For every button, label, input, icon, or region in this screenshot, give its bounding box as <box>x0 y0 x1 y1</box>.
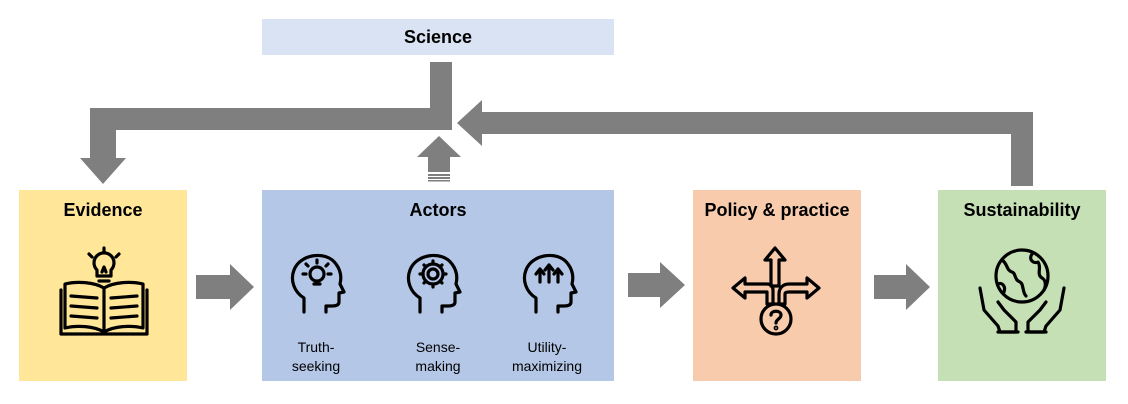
arrow-evidence-to-actors <box>196 264 254 310</box>
arrow-actors-to-science <box>417 136 461 182</box>
arrow-policy-to-sustainability <box>874 264 930 310</box>
sustainability-label: Sustainability <box>963 200 1081 220</box>
head-gear-icon <box>406 253 462 314</box>
head-lightbulb-icon <box>290 253 346 314</box>
evidence-box: Evidence <box>19 190 187 381</box>
actor-label-sense-making: Sense- making <box>415 339 461 374</box>
sustainability-box: Sustainability <box>938 190 1106 381</box>
globe-hands-icon <box>978 248 1066 334</box>
actor-label-utility-maximizing: Utility- maximizing <box>511 339 582 374</box>
actors-box: Actors Truth- seeking <box>262 190 614 381</box>
actor-label-truth-seeking: Truth- seeking <box>291 339 341 374</box>
science-label: Science <box>403 27 473 47</box>
arrow-science-to-evidence <box>80 62 452 184</box>
policy-label: Policy & practice <box>704 200 850 220</box>
actors-label: Actors <box>409 200 467 220</box>
crossroads-question-icon <box>731 246 821 336</box>
policy-box: Policy & practice <box>693 190 861 381</box>
evidence-label: Evidence <box>63 200 143 220</box>
arrow-actors-to-policy <box>628 262 685 308</box>
head-arrows-up-icon <box>522 253 578 314</box>
science-box: Science <box>262 19 614 55</box>
book-lightbulb-icon <box>59 246 149 336</box>
arrow-sustainability-to-science <box>457 100 1033 186</box>
